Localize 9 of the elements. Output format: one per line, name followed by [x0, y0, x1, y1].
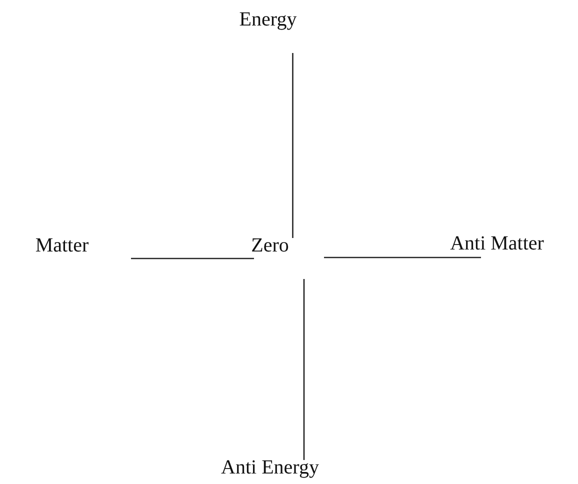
connector-line [292, 53, 294, 238]
node-label: Anti Matter [450, 232, 544, 256]
node-label: Zero [251, 234, 289, 258]
node-label: Matter [35, 234, 89, 258]
node-label: Energy [239, 8, 297, 32]
connector-line [324, 256, 481, 258]
connector-line [303, 279, 305, 460]
connector-line [131, 258, 254, 260]
node-label: Anti Energy [221, 456, 319, 480]
